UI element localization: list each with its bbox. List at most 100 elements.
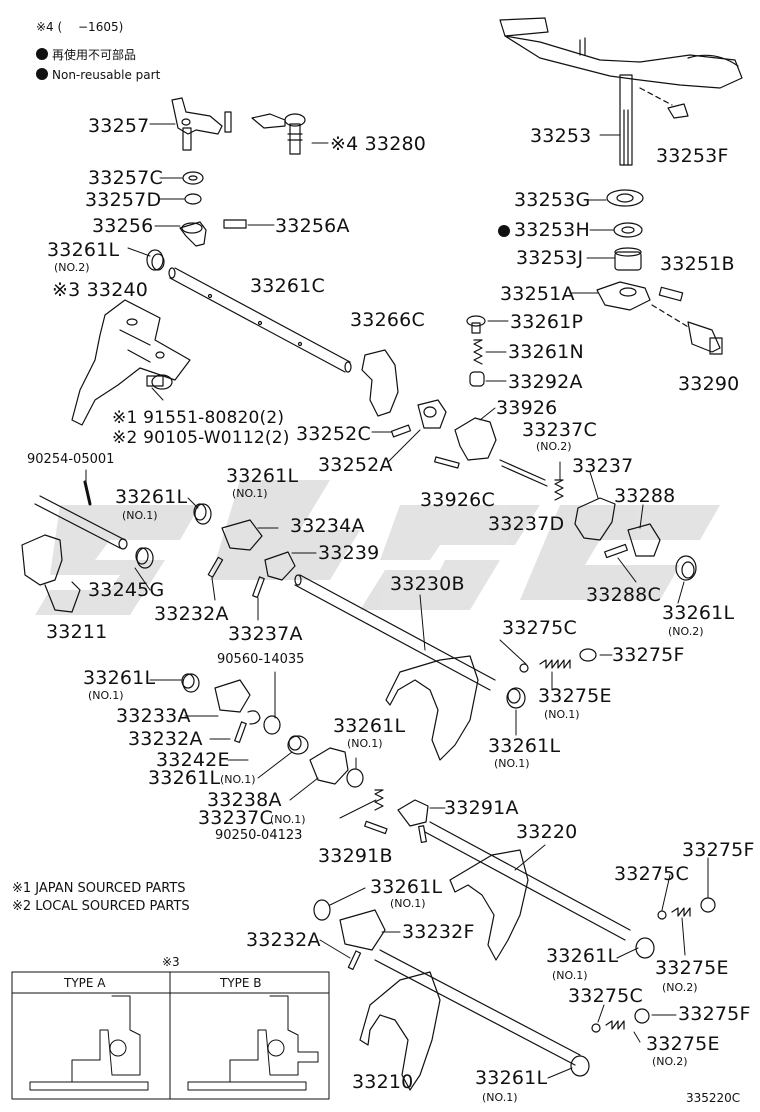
label-33275f-c: 33275F xyxy=(678,1003,751,1025)
label-33253f: 33253F xyxy=(656,145,729,167)
part-33288 xyxy=(627,523,661,557)
label-33237c-b: 33237C xyxy=(198,807,273,829)
label-33266c: 33266C xyxy=(350,309,425,331)
label-33257c: 33257C xyxy=(88,167,163,189)
lever-33257 xyxy=(171,97,232,151)
bushing-33261l-left xyxy=(135,503,212,569)
label-33290: 33290 xyxy=(678,373,740,395)
label-33261l-k: 33261L xyxy=(475,1067,548,1089)
label-33253h: 33253H xyxy=(498,220,590,240)
label-33261n: 33261N xyxy=(508,341,584,363)
label-33275c-c: 33275C xyxy=(568,985,643,1007)
sub-no1-j: (NO.1) xyxy=(270,813,306,826)
spring-33237c xyxy=(554,479,564,501)
label-33275f-b: 33275F xyxy=(682,839,755,861)
filled-circle-icon xyxy=(36,68,48,80)
label-33261l-e: 33261L xyxy=(83,667,156,689)
label-33261l-j: 33261L xyxy=(546,945,619,967)
sub-no1-e: (NO.1) xyxy=(88,689,124,702)
part-33252a xyxy=(417,399,447,429)
label-33237a: 33237A xyxy=(228,623,303,645)
footnote-2: ※2 LOCAL SOURCED PARTS xyxy=(12,899,190,914)
label-33280: ※4 33280 xyxy=(330,133,427,155)
spring-33237c-no1 xyxy=(374,789,384,811)
label-33237: 33237 xyxy=(572,455,634,477)
label-33261p: 33261P xyxy=(510,311,584,333)
label-33275e-c: 33275E xyxy=(646,1033,720,1055)
diagram-code: 335220C xyxy=(686,1091,741,1105)
part-33280 xyxy=(251,113,306,155)
bushing-33261l-top xyxy=(146,249,165,271)
label-33261l-a: 33261L xyxy=(47,239,120,261)
part-33233a xyxy=(214,679,251,713)
label-33253: 33253 xyxy=(530,125,592,147)
label-33252a: 33252A xyxy=(318,454,393,476)
label-33275f-a: 33275F xyxy=(612,644,685,666)
sub-no2-b: (NO.2) xyxy=(536,440,572,453)
label-33232a-a: 33232A xyxy=(154,603,229,625)
label-33242e: 33242E xyxy=(156,749,230,771)
label-33232f: 33232F xyxy=(402,921,475,943)
label-33288c: 33288C xyxy=(586,584,661,606)
label-90560: 90560-14035 xyxy=(217,652,305,667)
sub-no2-c: (NO.2) xyxy=(668,625,704,638)
collar-33257d xyxy=(184,193,202,205)
label-33257d: 33257D xyxy=(85,189,162,211)
label-90105: ※2 90105-W0112(2) xyxy=(112,428,290,448)
clip-33242e xyxy=(247,710,261,725)
sub-no2-e: (NO.2) xyxy=(652,1055,688,1068)
fork-shaft-33210 xyxy=(359,949,581,1091)
fork-shaft-33220 xyxy=(424,821,631,961)
label-33238a: 33238A xyxy=(207,789,282,811)
watermark-logo xyxy=(35,480,720,615)
label-33292a: 33292A xyxy=(508,371,583,393)
part-33237 xyxy=(574,497,616,541)
sub-no1-f: (NO.1) xyxy=(220,773,256,786)
label-33291b: 33291B xyxy=(318,845,393,867)
label-91551: ※1 91551-80820(2) xyxy=(112,408,285,428)
sub-no1-g: (NO.1) xyxy=(544,708,580,721)
label-33232a-b: 33232A xyxy=(128,728,203,750)
label-33261l-d: 33261L xyxy=(115,486,188,508)
sub-no1-i: (NO.1) xyxy=(347,737,383,750)
label-33240: ※3 33240 xyxy=(52,279,149,301)
label-33252c: 33252C xyxy=(296,423,371,445)
sub-no1-l: (NO.1) xyxy=(552,969,588,982)
label-33234a: 33234A xyxy=(290,515,365,537)
shift-lever-33253 xyxy=(499,17,743,166)
label-33211: 33211 xyxy=(46,621,108,643)
sub-no1-d: (NO.1) xyxy=(122,509,158,522)
label-33253g: 33253G xyxy=(514,189,591,211)
sub-no1-c: (NO.1) xyxy=(232,487,268,500)
label-33261l-g: 33261L xyxy=(488,735,561,757)
label-33275e-a: 33275E xyxy=(538,685,612,707)
label-33220: 33220 xyxy=(516,821,578,843)
label-33926: 33926 xyxy=(496,397,558,419)
washer-33257c xyxy=(182,171,204,185)
ball-33275c xyxy=(519,663,529,673)
label-33261l-i: 33261L xyxy=(370,876,443,898)
label-33275e-b: 33275E xyxy=(655,957,729,979)
label-33275c-b: 33275C xyxy=(614,863,689,885)
label-33261l-f: 33261L xyxy=(148,767,221,789)
label-33291a: 33291A xyxy=(444,797,519,819)
bushing-33261l-right xyxy=(675,555,697,581)
type-a-label: TYPE A xyxy=(64,976,106,990)
sub-no1-k: (NO.1) xyxy=(390,897,426,910)
leader-lines xyxy=(85,123,709,1079)
sub-no1-h: (NO.1) xyxy=(494,757,530,770)
type-box-mark: ※3 xyxy=(162,955,180,969)
type-box-frame xyxy=(11,971,330,1100)
filled-circle-icon xyxy=(36,48,48,60)
label-33251b: 33251B xyxy=(660,253,735,275)
label-33261c: 33261C xyxy=(250,275,325,297)
nonreusable-legend-en: Non-reusable part xyxy=(36,68,160,82)
shaft-33261c xyxy=(168,267,352,373)
sub-no2-d: (NO.2) xyxy=(662,981,698,994)
shaft-33245g xyxy=(34,495,128,550)
part-33232f xyxy=(339,909,386,951)
label-33232a-c: 33232A xyxy=(246,929,321,951)
label-90254: 90254-05001 xyxy=(27,452,115,467)
